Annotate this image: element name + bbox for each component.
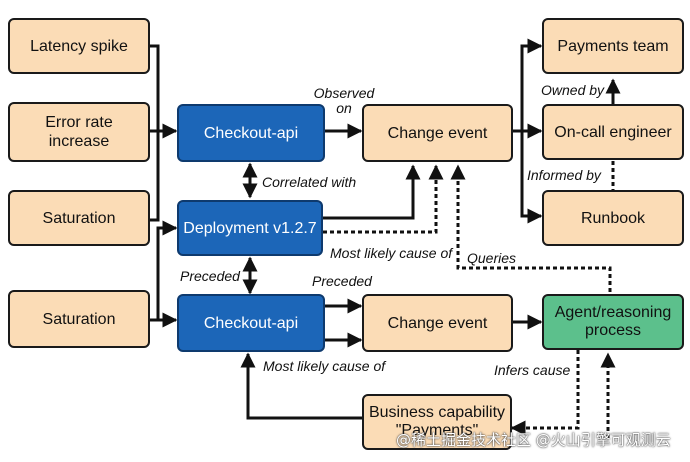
connector-capability-to-checkout	[240, 352, 362, 420]
label-preceded-left: Preceded	[180, 268, 240, 284]
node-label: Change event	[387, 314, 488, 332]
label-owned-by: Owned by	[541, 82, 604, 98]
node-latency-spike: Latency spike	[8, 18, 150, 74]
connector-deploy-to-change-1	[323, 164, 421, 220]
connector-infers-cause	[510, 350, 580, 436]
node-checkout-api-2: Checkout-api	[177, 294, 325, 352]
label-queries: Queries	[467, 250, 516, 266]
node-label: Agent/reasoning process	[554, 304, 672, 339]
label-text: Queries	[467, 250, 517, 266]
label-most-likely-cause-2: Most likely cause of	[263, 358, 385, 374]
node-saturation-2: Saturation	[8, 290, 150, 348]
node-error-rate: Error rate increase	[8, 102, 150, 162]
label-observed-on: Observed on	[312, 86, 376, 116]
node-label: Latency spike	[30, 37, 128, 55]
node-label: Saturation	[42, 209, 116, 227]
node-label: Change event	[387, 124, 488, 142]
label-text: Most likely cause of	[330, 245, 453, 261]
node-checkout-api-1: Checkout-api	[177, 104, 325, 162]
label-correlated-with: Correlated with	[262, 174, 356, 190]
watermark-text: @稀土掘金技术社区 @火山引擎可观测云	[396, 431, 671, 449]
label-text: Most likely cause of	[263, 358, 386, 374]
node-runbook: Runbook	[542, 190, 684, 246]
node-label: Business capability "Payments"	[368, 404, 506, 439]
node-change-event-1: Change event	[362, 104, 513, 162]
label-text: Observed on	[313, 85, 375, 116]
node-deployment: Deployment v1.2.7	[177, 200, 323, 256]
connector-most-likely-cause-1	[323, 164, 444, 234]
label-text: Owned by	[541, 82, 605, 98]
label-most-likely-cause-1: Most likely cause of	[330, 245, 452, 261]
label-infers-cause: Infers cause	[494, 362, 570, 378]
node-label: On-call engineer	[554, 123, 672, 141]
node-oncall-engineer: On-call engineer	[542, 104, 684, 160]
label-text: Preceded	[312, 273, 372, 289]
node-payments-team: Payments team	[542, 18, 684, 74]
node-label: Checkout-api	[203, 124, 299, 142]
label-text: Correlated with	[262, 174, 357, 190]
connector-queries	[450, 164, 612, 292]
label-informed-by: Informed by	[527, 167, 601, 183]
label-preceded-right: Preceded	[312, 273, 372, 289]
watermark: @稀土掘金技术社区 @火山引擎可观测云	[396, 429, 671, 450]
connector-inputs-bus	[150, 44, 160, 222]
node-label: Deployment v1.2.7	[183, 219, 317, 237]
node-label: Runbook	[580, 209, 646, 227]
node-saturation-1: Saturation	[8, 190, 150, 246]
label-text: Informed by	[527, 167, 601, 183]
node-agent: Agent/reasoning process	[542, 294, 684, 350]
node-label: Checkout-api	[203, 314, 299, 332]
node-label: Payments team	[557, 37, 669, 55]
node-label: Saturation	[42, 310, 116, 328]
label-text: Preceded	[180, 268, 240, 284]
node-change-event-2: Change event	[362, 294, 513, 352]
node-business-capability: Business capability "Payments"	[362, 394, 512, 450]
label-text: Infers cause	[494, 362, 571, 378]
node-label: Error rate increase	[45, 114, 113, 150]
connector-saturation-to-deployment	[150, 220, 178, 322]
